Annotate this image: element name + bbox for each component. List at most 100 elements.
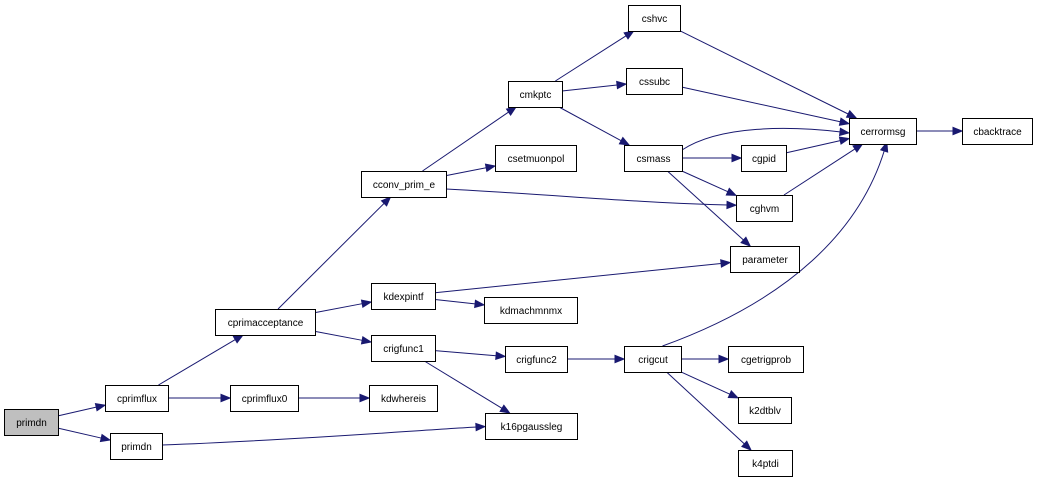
edge-cshvc-to-cerrormsg-arrowhead [845,109,858,119]
node-label-kdwhereis: kdwhereis [381,394,426,405]
edge-crigcut-to-cgetrigprob-arrowhead [718,354,730,364]
edge-cmkptc-to-csmass-arrowhead [618,136,631,146]
node-box-crigcut [624,346,682,373]
call-nodes: primdn cprimflux primdn cprimacceptance cpri… [4,5,1033,477]
node-box-cconv_prim_e [361,171,447,198]
node-label-parameter: parameter [742,255,788,266]
node-label-cssubc: cssubc [639,77,670,88]
node-box-cprimflux [105,385,169,412]
edge-cghvm-to-cerrormsg-arrowhead [852,143,864,153]
edge-cprimflux-to-cprimacceptance [158,339,236,386]
node-label-crigfunc1: crigfunc1 [383,344,424,355]
node-label-csetmuonpol: csetmuonpol [508,154,565,165]
node-label-crigfunc2: crigfunc2 [516,355,557,366]
node-kdexpintf[interactable]: kdexpintf [371,283,436,310]
node-box-cgetrigprob [728,346,804,373]
edge-cprimflux-to-cprimflux0-arrowhead [220,393,232,403]
node-kdmachmnmx[interactable]: kdmachmnmx [484,297,578,324]
edge-crigcut-to-k4ptdi [666,371,745,445]
edge-primdn_root-to-primdn_b-arrowhead [99,433,112,443]
node-box-kdwhereis [369,385,438,412]
node-crigfunc2[interactable]: crigfunc2 [505,346,568,373]
node-label-cgpid: cgpid [752,154,776,165]
node-box-cshvc [628,5,681,32]
node-k4ptdi[interactable]: k4ptdi [738,450,793,477]
edge-cprimflux0-to-kdwhereis-arrowhead [359,393,371,403]
node-box-csetmuonpol [495,145,577,172]
node-kdwhereis[interactable]: kdwhereis [369,385,438,412]
node-label-k4ptdi: k4ptdi [752,459,779,470]
edge-crigfunc1-to-crigfunc2-arrowhead [495,351,507,360]
node-label-cmkptc: cmkptc [520,90,552,101]
node-label-k16pgaussleg: k16pgaussleg [501,422,563,433]
node-cerrormsg[interactable]: cerrormsg [849,118,917,145]
node-cprimacceptance[interactable]: cprimacceptance [215,309,316,336]
edge-csmass-to-cerrormsg [681,127,842,151]
edge-csmass-to-cgpid-arrowhead [731,153,743,163]
edge-cprimacceptance-to-kdexpintf-arrowhead [360,299,373,309]
edge-cgpid-to-cerrormsg-arrowhead [838,136,851,145]
edge-cprimacceptance-to-crigfunc1 [314,330,363,341]
node-k2dtblv[interactable]: k2dtblv [738,397,792,424]
node-box-primdn_b [110,433,163,460]
node-label-cgetrigprob: cgetrigprob [741,355,791,366]
edge-crigfunc1-to-k16pgaussleg [424,360,503,409]
node-label-cprimacceptance: cprimacceptance [228,318,304,329]
node-box-cssubc [626,68,683,95]
edge-primdn_b-to-k16pgaussleg [161,426,478,446]
edge-cmkptc-to-csmass [558,106,622,142]
edge-crigfunc1-to-k16pgaussleg-arrowhead [499,404,511,414]
node-label-primdn_b: primdn [121,442,152,453]
node-primdn_b[interactable]: primdn [110,433,163,460]
node-cgpid[interactable]: cgpid [741,145,787,172]
node-k16pgaussleg[interactable]: k16pgaussleg [485,413,578,440]
node-box-crigfunc2 [505,346,568,373]
node-box-cmkptc [508,81,563,108]
node-csetmuonpol[interactable]: csetmuonpol [495,145,577,172]
node-cmkptc[interactable]: cmkptc [508,81,563,108]
edge-cprimflux-to-cprimacceptance-arrowhead [232,334,245,344]
node-cgetrigprob[interactable]: cgetrigprob [728,346,804,373]
node-crigcut[interactable]: crigcut [624,346,682,373]
node-box-primdn_root [4,409,59,436]
node-label-cbacktrace: cbacktrace [973,127,1022,138]
node-cghvm[interactable]: cghvm [736,195,793,222]
node-box-crigfunc1 [371,335,436,362]
node-label-cconv_prim_e: cconv_prim_e [373,180,436,191]
edge-crigcut-to-cerrormsg [662,149,885,347]
node-box-cghvm [736,195,793,222]
node-cconv_prim_e[interactable]: cconv_prim_e [361,171,447,198]
node-crigfunc1[interactable]: crigfunc1 [371,335,436,362]
edge-cmkptc-to-cshvc [555,35,627,82]
node-primdn_root[interactable]: primdn [4,409,59,436]
node-cshvc[interactable]: cshvc [628,5,681,32]
edge-csmass-to-cghvm-arrowhead [725,187,738,196]
node-label-cerrormsg: cerrormsg [860,127,905,138]
node-box-csmass [624,145,683,172]
edge-cprimacceptance-to-crigfunc1-arrowhead [360,335,373,345]
edge-cmkptc-to-cssubc [561,84,618,92]
node-parameter[interactable]: parameter [730,246,800,273]
node-cbacktrace[interactable]: cbacktrace [962,118,1033,145]
edge-primdn_root-to-primdn_b [57,427,102,439]
node-label-kdmachmnmx: kdmachmnmx [500,306,562,317]
edge-cprimacceptance-to-cconv_prim_e-arrowhead [380,196,392,207]
node-box-cerrormsg [849,118,917,145]
edge-cconv_prim_e-to-cghvm-arrowhead [726,200,738,210]
node-box-k16pgaussleg [485,413,578,440]
node-csmass[interactable]: csmass [624,145,683,172]
edge-crigcut-to-k2dtblv-arrowhead [727,390,740,399]
edge-cconv_prim_e-to-cghvm [445,188,729,206]
edge-cmkptc-to-cssubc-arrowhead [616,80,628,90]
node-box-cbacktrace [962,118,1033,145]
node-box-cprimflux0 [230,385,299,412]
node-cprimflux[interactable]: cprimflux [105,385,169,412]
node-box-k4ptdi [738,450,793,477]
node-cssubc[interactable]: cssubc [626,68,683,95]
node-label-primdn_root: primdn [16,418,47,429]
edge-cconv_prim_e-to-cmkptc-arrowhead [505,106,518,116]
node-cprimflux0[interactable]: cprimflux0 [230,385,299,412]
edge-cconv_prim_e-to-csetmuonpol [445,167,487,177]
edge-cerrormsg-to-cbacktrace-arrowhead [952,126,964,136]
